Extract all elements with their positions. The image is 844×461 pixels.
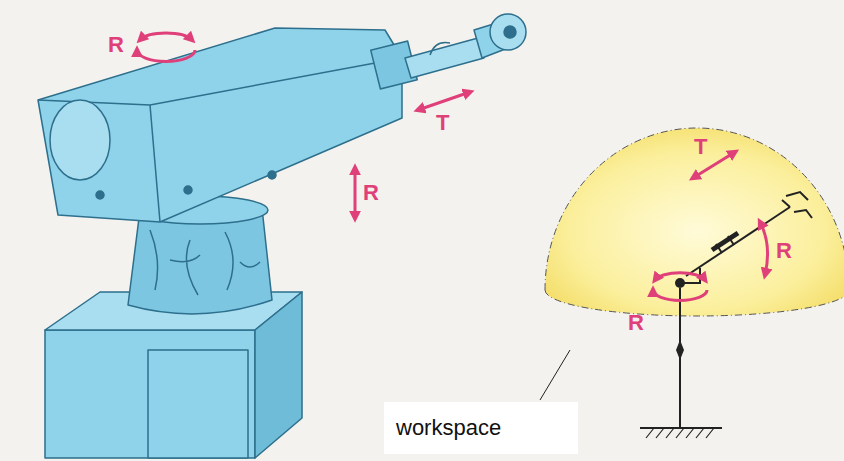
dome-outline — [545, 128, 844, 290]
dome-base — [545, 290, 844, 316]
motion-label: T — [694, 136, 707, 158]
rotation-arrow — [653, 290, 707, 300]
motion-label: R — [776, 240, 792, 262]
sleeve-end — [716, 244, 722, 253]
housing-edge-2 — [150, 105, 160, 222]
rotation-arrow — [760, 222, 768, 275]
bolt — [96, 191, 104, 199]
rotation-arrow — [140, 33, 192, 40]
joint-dot — [675, 278, 685, 288]
workspace-dome — [545, 128, 844, 316]
box-label: workspace — [396, 415, 501, 441]
wrist-disk — [490, 14, 526, 50]
gripper — [782, 192, 812, 218]
ground-hatch — [646, 428, 714, 438]
sleeve-end — [728, 236, 734, 245]
robot-illustration — [38, 14, 526, 458]
prismatic-sleeve — [712, 233, 738, 250]
boot-folds — [150, 230, 260, 295]
rotation-arrow — [137, 50, 195, 61]
motion-label: R — [363, 182, 379, 204]
housing-cylinder — [50, 100, 110, 180]
pole-joint — [676, 340, 684, 360]
motion-label: T — [436, 112, 449, 134]
label-box: workspace — [384, 402, 578, 454]
base-side — [255, 292, 302, 458]
extending-arm — [405, 38, 484, 78]
base-front — [45, 330, 255, 458]
motion-label: R — [628, 312, 644, 334]
cable — [430, 43, 450, 56]
housing-edge — [38, 58, 402, 105]
translation-arrow — [418, 92, 470, 110]
arm-housing — [38, 28, 402, 222]
motion-label: R — [108, 34, 124, 56]
leader-line — [540, 350, 570, 400]
bolt — [268, 171, 276, 179]
rotation-arrow — [655, 273, 705, 280]
bolt — [184, 186, 192, 194]
motion-arrows — [137, 33, 470, 218]
base-door — [148, 350, 248, 458]
rotation-arrow — [354, 168, 357, 218]
wrist-hub — [504, 26, 516, 38]
ground — [640, 427, 722, 429]
schematic-motion-arrows — [653, 152, 768, 300]
arm-link — [686, 207, 790, 276]
workspace-schematic — [540, 128, 844, 438]
